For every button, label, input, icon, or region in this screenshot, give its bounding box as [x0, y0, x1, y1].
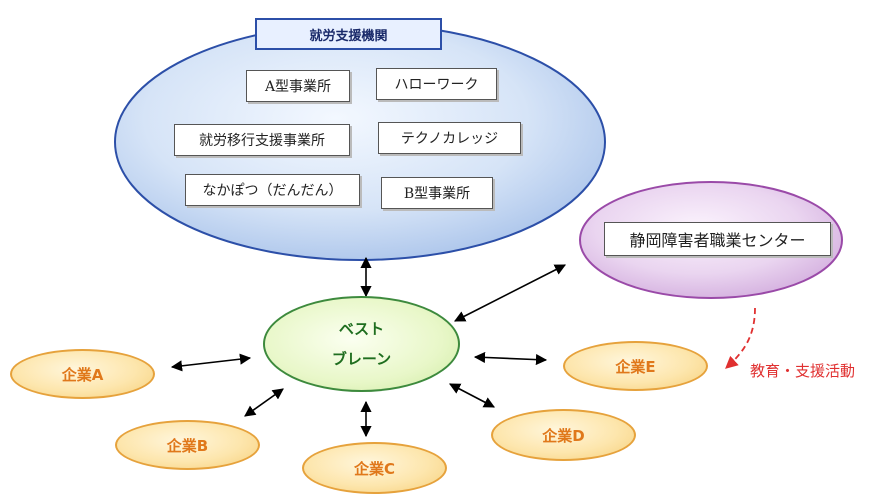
arrow-best-center	[454, 264, 566, 322]
support-activity-note: 教育・支援活動	[750, 362, 856, 380]
agency-techno-college: テクノカレッジ	[378, 122, 521, 154]
center-label: 静岡障害者職業センター	[604, 222, 831, 256]
best-brain-line-2: ブレーン	[331, 350, 392, 368]
company-e: 企業E	[563, 341, 708, 391]
company-b: 企業B	[115, 420, 260, 470]
agencies-title: 就労支援機関	[255, 18, 442, 50]
arrow-best-company-a	[170, 353, 252, 372]
best-brain-node: ベスト ブレーン	[263, 296, 460, 392]
agency-hello-work: ハローワーク	[376, 68, 497, 100]
company-d: 企業D	[491, 409, 636, 461]
agency-type-b-office: B型事業所	[381, 177, 493, 209]
company-c: 企業C	[302, 442, 447, 494]
arrow-center-company-e-support	[725, 307, 756, 369]
company-a: 企業A	[10, 349, 155, 399]
agency-transition-support-office: 就労移行支援事業所	[174, 124, 350, 156]
agency-nakapotsu: なかぽつ（だんだん）	[185, 174, 360, 206]
arrow-best-company-d	[449, 383, 495, 408]
arrow-best-company-e	[473, 351, 548, 366]
agency-type-a-office: A型事業所	[246, 70, 350, 102]
best-brain-line-1: ベスト	[338, 320, 385, 338]
arrow-best-company-b	[244, 388, 284, 417]
